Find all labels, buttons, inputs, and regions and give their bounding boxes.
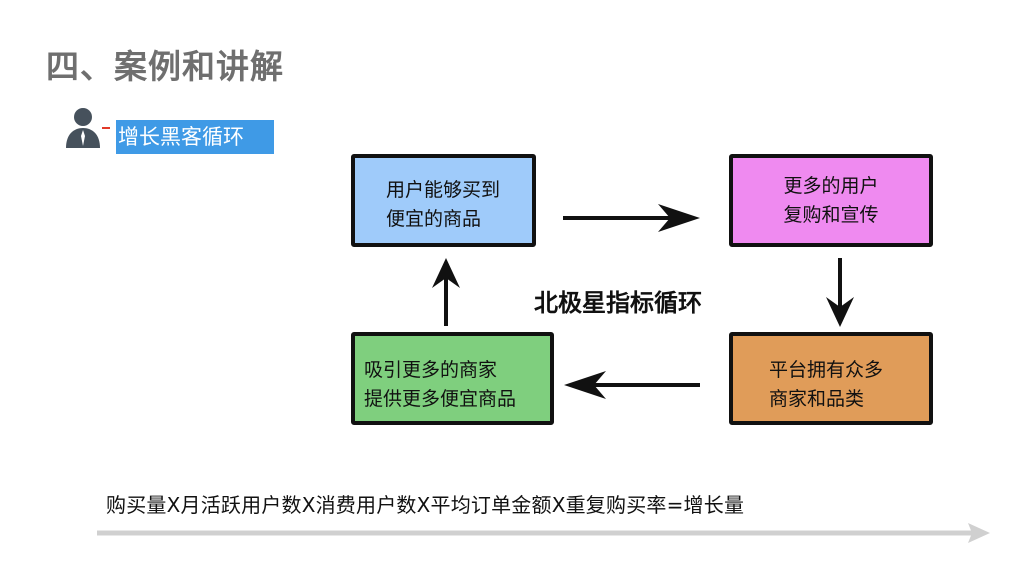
box-line: 复购和宣传 (783, 204, 879, 226)
box-line: 商家和品类 (769, 388, 865, 410)
cycle-center-label: 北极星指标循环 (534, 289, 702, 317)
arrow-left (564, 371, 700, 399)
growth-formula: 购买量X月活跃用户数X消费用户数X平均订单金额X重复购买率=增长量 (106, 493, 745, 517)
box-line: 平台拥有众多 (769, 359, 884, 381)
cycle-box-cheap-goods: 用户能够买到 便宜的商品 (351, 154, 536, 247)
arrow-up (432, 258, 460, 326)
progress-arrow (97, 523, 990, 543)
arrow-right (563, 204, 700, 232)
box-line: 吸引更多的商家 (364, 359, 498, 381)
cycle-box-more-users: 更多的用户 复购和宣传 (729, 154, 933, 247)
box-line: 更多的用户 (783, 175, 879, 197)
box-line: 用户能够买到 (386, 179, 501, 201)
box-line: 提供更多便宜商品 (364, 388, 517, 410)
user-silhouette-icon (66, 108, 110, 148)
section-tag: 增长黑客循环 (116, 120, 274, 154)
cycle-box-attract-merchants: 吸引更多的商家 提供更多便宜商品 (351, 332, 554, 425)
arrow-down (826, 258, 854, 327)
page-title: 四、案例和讲解 (46, 47, 284, 86)
cycle-box-platform-merchants: 平台拥有众多 商家和品类 (729, 332, 933, 425)
box-line: 便宜的商品 (386, 208, 482, 230)
